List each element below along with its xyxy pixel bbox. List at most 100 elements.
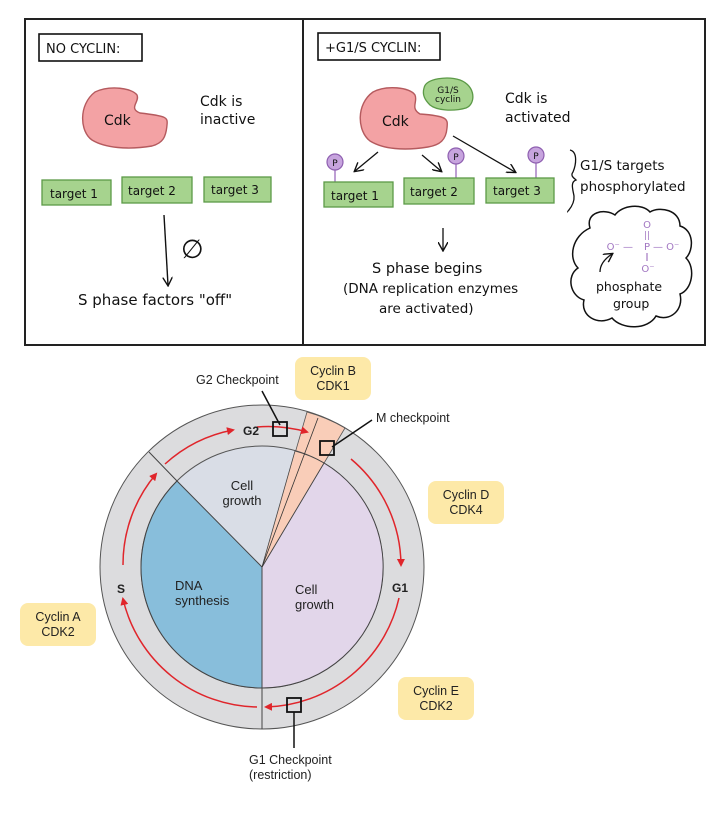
phosphate-label-line1: phosphate: [596, 279, 662, 294]
brace-label-line2: phosphorylated: [580, 179, 686, 195]
cyclin-blob: [422, 77, 474, 111]
g2-growth-line2: growth: [222, 493, 261, 508]
cyclin-box-bg: [398, 677, 474, 720]
phosphate-left-o: O⁻ —: [607, 242, 633, 253]
phosphate-double-bond: ||: [644, 231, 650, 241]
cloud-outline: [570, 205, 693, 328]
target-box: [41, 179, 112, 206]
s-g2-boundary: [148, 451, 178, 482]
result-line3: are activated): [379, 301, 474, 317]
target-box: [121, 176, 193, 204]
g1-growth-line1: Cell: [295, 582, 318, 597]
target-list: target 1 target 2 target 3: [323, 177, 555, 208]
target-label: target 1: [331, 189, 379, 203]
result-line1: S phase begins: [372, 261, 482, 277]
g1-checkpoint-line1: G1 Checkpoint: [249, 753, 332, 767]
phosphate-p: P: [533, 152, 539, 162]
cyclin-box-bg: [20, 603, 96, 646]
phosphate-label-line2: group: [613, 296, 649, 311]
cdk-status-line1: Cdk is: [505, 91, 547, 107]
cyclin-box-line1: Cyclin B: [310, 364, 356, 378]
cyclin-box-line1: Cyclin E: [413, 684, 459, 698]
phosphate-icon: [447, 147, 465, 165]
cyclin-box-line1: Cyclin A: [35, 610, 81, 624]
phosphorylation-arrow: [452, 135, 515, 172]
target-label: target 3: [493, 184, 541, 198]
g1-checkpoint-line2: (restriction): [249, 768, 312, 782]
phosphate-icon: [527, 146, 545, 164]
result-line2: (DNA replication enzymes: [343, 281, 518, 297]
target-box: [403, 177, 475, 205]
cyclin-box-line1: Cyclin D: [443, 488, 490, 502]
phosphate-right-o: — O⁻: [653, 242, 679, 253]
phase-label-s: S: [117, 582, 125, 596]
m-checkpoint-label: M checkpoint: [376, 411, 450, 425]
dna-line2: synthesis: [175, 593, 230, 608]
pointer-arrow: [599, 254, 612, 273]
cdk-blob: [81, 87, 168, 149]
arc-arrow: [256, 425, 309, 435]
null-symbol: ∅: [181, 235, 204, 265]
phosphate-group-cloud: O || O⁻ — P — O⁻ O⁻ phosphate group: [570, 205, 693, 328]
cyclin-box-bg: [295, 357, 371, 400]
phosphate-p: P: [453, 153, 459, 163]
down-arrow: [164, 214, 168, 285]
phase-label-g1: G1: [392, 581, 408, 595]
cdk-blob: [359, 87, 448, 150]
g2-checkpoint-marker: [272, 421, 288, 437]
header-box: [317, 32, 441, 61]
phase-label-g2: G2: [243, 424, 259, 438]
arc-arrow: [122, 472, 158, 566]
sector-dna-synthesis: [140, 480, 263, 689]
m-checkpoint-marker: [319, 440, 335, 456]
cell-cycle-diagram: G2 G1 S Cell growth DNA synthesis Cell g…: [20, 357, 504, 782]
phosphate-bottom-o: O⁻: [641, 264, 654, 275]
cyclin-label-line2: cyclin: [435, 95, 461, 105]
checkpoint-leader: [331, 419, 373, 448]
cdk-label: Cdk: [104, 113, 132, 129]
cyclin-box-d: Cyclin D CDK4: [428, 481, 504, 524]
header-box: [38, 33, 143, 62]
m-phase-divider: [261, 417, 319, 568]
sector-g1-growth: [261, 462, 384, 689]
cdk-status-line2: inactive: [200, 112, 255, 128]
phosphorylation-arrow: [355, 151, 379, 171]
cdk-label: Cdk: [382, 114, 410, 130]
cyclin-box-line2: CDK4: [449, 503, 482, 517]
arc-arrow: [350, 458, 405, 567]
checkpoint-leader: [261, 390, 281, 426]
target-box: [323, 181, 394, 208]
target-box: [203, 176, 272, 203]
g2-checkpoint-label: G2 Checkpoint: [196, 373, 279, 387]
arc-arrow: [120, 597, 258, 708]
g2-growth-line1: Cell: [231, 478, 254, 493]
panel-no-cyclin: NO CYCLIN: Cdk Cdk is inactive target 1 …: [38, 33, 272, 309]
target-label: target 2: [410, 185, 458, 199]
phosphate-top-o: O: [643, 220, 651, 231]
phosphate-icon: [326, 153, 344, 171]
cdk-status-line2: activated: [505, 110, 571, 126]
brace-label-line1: G1/S targets: [580, 158, 665, 174]
target-list: target 1 target 2 target 3: [41, 176, 272, 206]
dna-line1: DNA: [175, 578, 203, 593]
arc-arrow: [164, 427, 235, 465]
arc-arrow: [264, 597, 400, 711]
panel-header: +G1/S CYCLIN:: [325, 41, 421, 56]
g1-growth-line2: growth: [295, 597, 334, 612]
result-text: S phase factors "off": [78, 291, 232, 309]
cyclin-box-b: Cyclin B CDK1: [295, 357, 371, 400]
phosphate-p: P: [332, 159, 338, 169]
brace-icon: [567, 149, 578, 213]
panel-header: NO CYCLIN:: [46, 42, 120, 57]
target-label: target 3: [211, 183, 259, 197]
target-label: target 1: [50, 187, 98, 201]
target-label: target 2: [128, 184, 176, 198]
phosphate-tags: P P P: [326, 146, 545, 183]
target-box: [485, 177, 555, 204]
m-phase-inner: [261, 450, 325, 568]
cyclin-box-e: Cyclin E CDK2: [398, 677, 474, 720]
cyclin-label-line1: G1/S: [437, 86, 459, 96]
cyclin-box-line2: CDK2: [41, 625, 74, 639]
cyclin-box-line2: CDK1: [316, 379, 349, 393]
